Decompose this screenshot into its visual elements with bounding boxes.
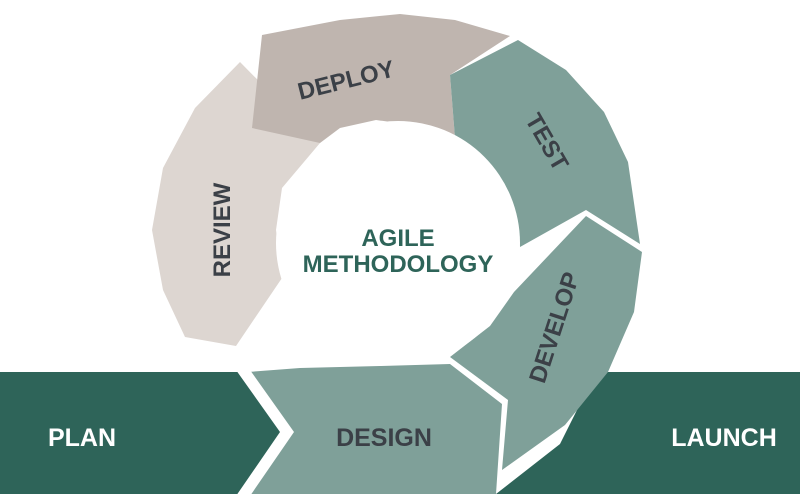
center-title-line1: AGILE [361,225,434,252]
test-segment [450,40,640,247]
center-title-line2: METHODOLOGY [303,251,494,278]
plan-band [0,372,282,494]
plan-label: PLAN [48,424,116,452]
design-label: DESIGN [336,424,432,452]
center-hub [276,121,520,365]
plan-design-gap [236,370,294,496]
launch-band [496,372,800,494]
review-label: REVIEW [209,182,236,277]
launch-label: LAUNCH [671,424,777,452]
develop-segment [450,216,642,470]
design-segment [248,364,502,494]
deploy-segment [252,14,510,143]
